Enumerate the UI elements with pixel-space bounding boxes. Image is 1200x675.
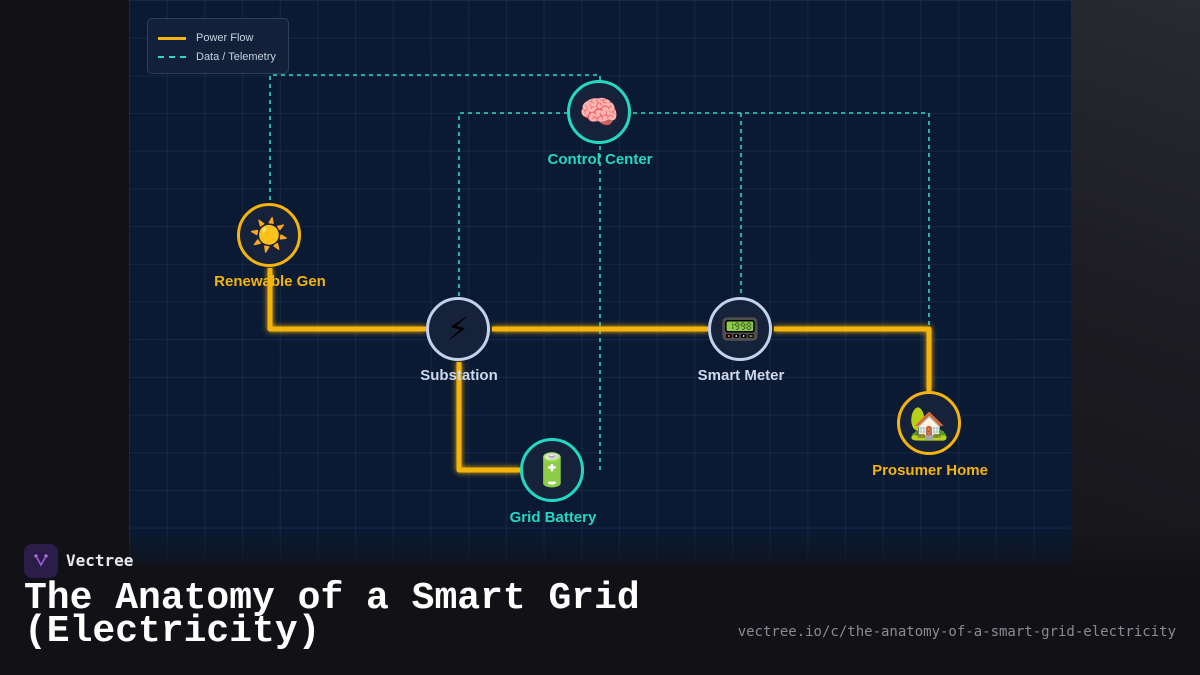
control-center-label: Control Center [547,151,653,168]
legend-power-label: Power Flow [196,32,254,44]
renewable-gen-node[interactable]: ☀️ [237,203,301,267]
diagram-canvas: Power Flow Data / Telemetry 🧠 Control Ce… [129,0,1071,565]
smart-meter-label: Smart Meter [697,367,785,384]
power-link-renewable-substation [267,268,426,332]
house-icon: 🏡 [909,405,949,441]
grid-battery-label: Grid Battery [509,509,597,526]
brand-name[interactable]: Vectree [66,551,134,570]
vectree-logo-icon[interactable] [24,544,58,578]
data-link-substation [458,112,567,296]
substation-label: Substation [420,367,498,384]
brain-icon: 🧠 [579,94,619,130]
control-center-node[interactable]: 🧠 [567,80,631,144]
legend: Power Flow Data / Telemetry [147,18,289,74]
renewable-gen-label: Renewable Gen [214,273,326,290]
power-link-substation-battery [456,362,521,473]
power-link-meter-home [774,326,932,391]
prosumer-home-node[interactable]: 🏡 [897,391,961,455]
legend-data-label: Data / Telemetry [196,51,276,63]
data-link-meter-home [633,112,930,328]
sun-icon: ☀️ [249,217,289,253]
connections-layer [267,74,932,473]
data-link-renewable [269,74,601,200]
data-telemetry-swatch [158,56,186,58]
grid-battery-node[interactable]: 🔋 [520,438,584,502]
page-title: The Anatomy of a Smart Grid (Electricity… [24,577,640,653]
pager-icon: 📟 [720,311,760,347]
footer-overlay [0,530,1200,675]
smart-meter-node[interactable]: 📟 [708,297,772,361]
legend-item-data: Data / Telemetry [158,50,276,64]
battery-icon: 🔋 [532,452,572,488]
page-url[interactable]: vectree.io/c/the-anatomy-of-a-smart-grid… [737,624,1176,640]
prosumer-home-label: Prosumer Home [872,462,988,479]
legend-item-power: Power Flow [158,31,253,45]
lightning-icon: ⚡ [446,311,470,347]
substation-node[interactable]: ⚡ [426,297,490,361]
power-flow-swatch [158,36,186,40]
